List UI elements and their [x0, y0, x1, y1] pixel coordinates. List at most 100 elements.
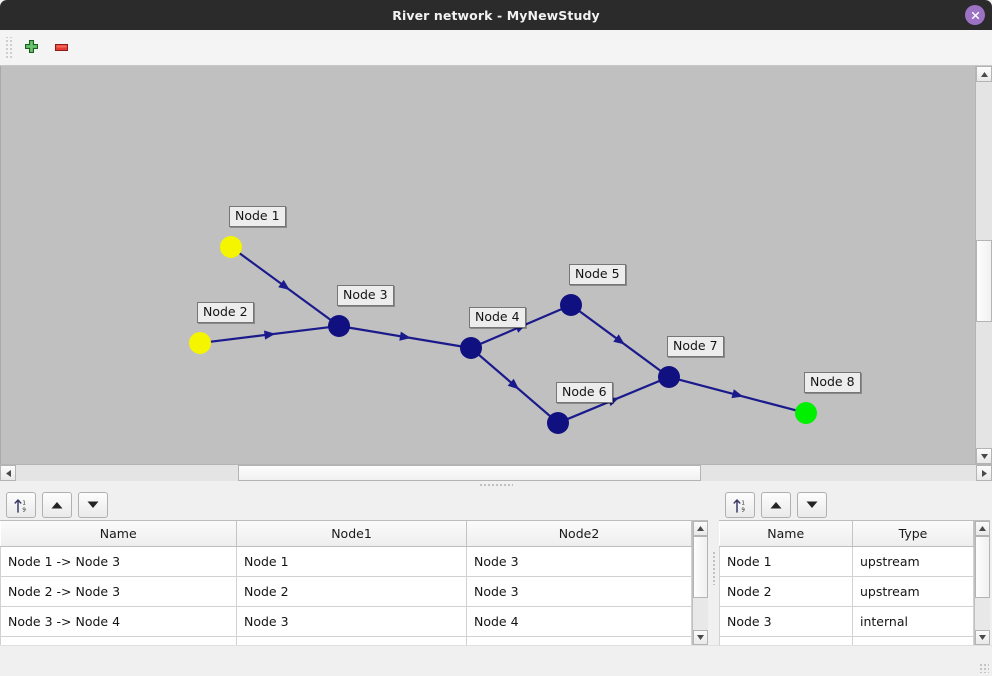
graph-node-node-8[interactable] — [795, 402, 817, 424]
table-cell[interactable]: internal — [852, 606, 974, 637]
table-cell[interactable]: upstream — [852, 546, 974, 577]
arrow-down-icon — [87, 501, 99, 508]
node-label-node-4[interactable]: Node 4 — [469, 307, 526, 328]
scroll-up-button[interactable] — [976, 66, 992, 82]
column-header-node2[interactable]: Node2 — [466, 521, 692, 547]
graph-node-node-7[interactable] — [658, 366, 680, 388]
table-cell[interactable]: Node 2 — [719, 576, 853, 607]
network-canvas-area: Node 1 Node 2 Node 3 Node 4 Node 5 Node 6 Node… — [0, 66, 992, 464]
node-move-up-button[interactable] — [761, 492, 791, 518]
graph-node-node-4[interactable] — [460, 337, 482, 359]
table-cell[interactable]: Node 3 — [236, 606, 467, 637]
table-cell[interactable]: Node 4 — [236, 636, 467, 645]
node-label-node-1[interactable]: Node 1 — [229, 206, 286, 227]
table-cell[interactable]: Node 5 — [466, 636, 692, 645]
table-cell[interactable]: Node 1 -> Node 3 — [0, 546, 237, 577]
node-scroll-thumb[interactable] — [975, 536, 990, 598]
column-header-name[interactable]: Name — [719, 521, 853, 547]
node-label-node-5[interactable]: Node 5 — [569, 264, 626, 285]
canvas-vscroll-thumb[interactable] — [976, 240, 992, 322]
remove-red-minus-icon — [54, 44, 68, 51]
column-header-name[interactable]: Name — [0, 521, 237, 547]
remove-node-button[interactable] — [46, 33, 76, 63]
canvas-vscroll-track[interactable] — [976, 82, 992, 448]
branch-move-down-button[interactable] — [78, 492, 108, 518]
table-cell[interactable]: Node 1 — [719, 546, 853, 577]
table-cell[interactable]: Node 2 -> Node 3 — [0, 576, 237, 607]
scroll-down-button[interactable] — [976, 448, 992, 464]
svg-text:1: 1 — [22, 500, 26, 506]
table-cell[interactable]: Node 4 -> Node 5 — [0, 636, 237, 645]
column-header-type[interactable]: Type — [852, 521, 974, 547]
table-cell[interactable]: Node 1 — [236, 546, 467, 577]
vertical-splitter[interactable] — [710, 490, 719, 645]
branch-scroll-track[interactable] — [693, 536, 708, 630]
branch-scroll-up-button[interactable] — [693, 521, 708, 536]
graph-node-node-3[interactable] — [328, 315, 350, 337]
scroll-right-button[interactable] — [976, 465, 992, 481]
window-resize-grip[interactable] — [979, 663, 989, 673]
horizontal-splitter[interactable] — [0, 481, 992, 490]
add-node-button[interactable] — [16, 33, 46, 63]
branch-table-vertical-scrollbar[interactable] — [692, 520, 708, 645]
node-label-node-2[interactable]: Node 2 — [197, 302, 254, 323]
branch-move-up-button[interactable] — [42, 492, 72, 518]
node-scroll-track[interactable] — [975, 536, 990, 630]
canvas-hscroll-track[interactable] — [16, 465, 976, 481]
branch-sort-button[interactable]: 1 9 — [6, 492, 36, 518]
graph-node-node-2[interactable] — [189, 332, 211, 354]
graph-node-node-6[interactable] — [547, 412, 569, 434]
node-scroll-down-button[interactable] — [975, 630, 990, 645]
branch-scroll-thumb[interactable] — [693, 536, 708, 598]
sort-az-icon: 1 9 — [733, 498, 745, 513]
table-cell[interactable]: Node 3 — [466, 576, 692, 607]
toolbar-drag-handle[interactable] — [4, 36, 13, 59]
table-cell[interactable]: internal — [852, 636, 974, 645]
table-cell[interactable]: Node 4 — [719, 636, 853, 645]
add-green-plus-icon — [24, 40, 38, 53]
column-header-node1[interactable]: Node1 — [236, 521, 467, 547]
table-cell[interactable]: Node 3 — [719, 606, 853, 637]
canvas-horizontal-scrollbar[interactable] — [0, 464, 992, 481]
table-cell[interactable]: Node 3 -> Node 4 — [0, 606, 237, 637]
node-table-vertical-scrollbar[interactable] — [974, 520, 990, 645]
node-sort-button[interactable]: 1 9 — [725, 492, 755, 518]
table-cell[interactable]: Node 2 — [236, 576, 467, 607]
network-graph-canvas[interactable]: Node 1 Node 2 Node 3 Node 4 Node 5 Node 6 Node… — [1, 66, 975, 464]
scroll-up-icon — [979, 526, 986, 531]
graph-node-node-5[interactable] — [560, 294, 582, 316]
scroll-left-button[interactable] — [0, 465, 16, 481]
canvas-vertical-scrollbar[interactable] — [975, 66, 992, 464]
table-cell[interactable]: Node 4 — [466, 606, 692, 637]
node-label-node-3[interactable]: Node 3 — [337, 285, 394, 306]
node-scroll-up-button[interactable] — [975, 521, 990, 536]
graph-node-node-1[interactable] — [220, 236, 242, 258]
canvas-hscroll-thumb[interactable] — [238, 465, 701, 481]
table-cell[interactable]: upstream — [852, 576, 974, 607]
svg-text:9: 9 — [22, 507, 26, 513]
branch-scroll-down-button[interactable] — [693, 630, 708, 645]
node-label-node-7[interactable]: Node 7 — [667, 336, 724, 357]
node-table-row[interactable]: Node 4internal — [719, 636, 974, 645]
node-move-down-button[interactable] — [797, 492, 827, 518]
node-label-node-8[interactable]: Node 8 — [804, 372, 861, 393]
close-button[interactable] — [965, 5, 985, 25]
node-label-node-6[interactable]: Node 6 — [556, 382, 613, 403]
scroll-up-icon — [980, 71, 988, 77]
table-cell[interactable]: Node 3 — [466, 546, 692, 577]
